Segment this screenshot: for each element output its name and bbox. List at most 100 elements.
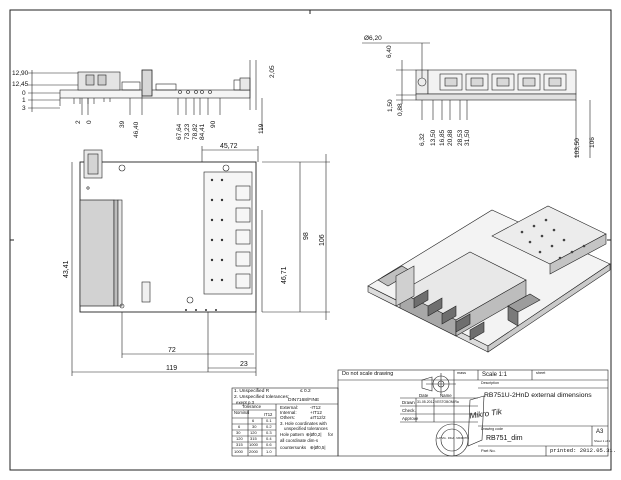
- tol-row1-b: 30: [252, 424, 257, 429]
- side-dim-left-0: 6,40: [386, 45, 393, 58]
- plan-view: [71, 146, 330, 376]
- side-view-labels: Ø6,20 6,40 1,50 0,88 6,32 13,50 16,85 20…: [364, 35, 596, 158]
- tolerance-block-lines: [231, 387, 339, 457]
- top-dim-bottom-8: 90: [210, 120, 217, 128]
- top-dim-bottom-5: 73,23: [184, 123, 191, 140]
- col-date: Date: [419, 393, 429, 398]
- tol-line1-val: ≤ 0.2: [300, 389, 311, 394]
- top-dim-bottom-4: 67,64: [176, 123, 183, 140]
- plan-dim-top: 45,72: [220, 143, 238, 150]
- tol-internal-val: +IT12: [310, 410, 322, 415]
- no-scale-note: Do not scale drawing: [342, 371, 394, 377]
- top-dim-bottom-9: 119: [258, 123, 265, 134]
- tol-din: DIN7168/FINE: [288, 398, 320, 403]
- tol-row3-c: 0.4: [266, 436, 272, 441]
- tol-for: for: [328, 432, 334, 437]
- top-dim-bottom-7: 84,41: [199, 123, 206, 140]
- tol-all-coords: all coordinate dim-s: [280, 438, 319, 443]
- top-dim-bottom-6: 78,82: [192, 123, 199, 140]
- col-name: Name: [440, 393, 452, 398]
- side-dim-bottom-3: 20,88: [447, 129, 454, 146]
- plan-dim-bottom-1: 23: [240, 361, 248, 368]
- scale-value: Scale 1:1: [482, 372, 508, 378]
- top-dim-bottom-3: 46,40: [133, 121, 140, 138]
- tol-internal: Internal:: [280, 410, 297, 415]
- tol-nominal: Nominal: [234, 410, 250, 415]
- tol-row0-b: 0.1: [266, 418, 272, 423]
- side-dim-bottom-2: 16,85: [439, 129, 446, 146]
- projection-symbol-icon: [421, 373, 456, 395]
- drawing-code: RB751_dim: [486, 435, 523, 442]
- side-dim-right-0: 103,50: [574, 138, 581, 158]
- tol-row5-a: 1000: [234, 449, 243, 454]
- tol-external: External:: [280, 405, 299, 410]
- side-dim-bottom-1: 13,50: [430, 129, 437, 146]
- tol-external-val: -IT12: [310, 405, 321, 410]
- drawn-name: VESTOBOM Ra: [435, 400, 459, 404]
- side-dim-right-1: 106: [589, 137, 596, 148]
- plan-dim-far-right: 106: [319, 234, 326, 246]
- logo-text: Mikro Tik: [469, 407, 503, 421]
- row-check: Check.: [402, 408, 416, 413]
- plan-dim-right-outer: 98: [303, 232, 310, 240]
- isometric-view: [367, 205, 611, 353]
- top-dim-left-4: 3: [22, 105, 26, 112]
- drawing-code-label: Drawing code: [481, 427, 503, 431]
- tol-label: Tolerance: [242, 404, 262, 409]
- tol-row3-a: 120: [236, 436, 243, 441]
- mass-label: mass: [457, 371, 467, 375]
- tol-note3a: 3. Hole coordinates with: [280, 421, 327, 426]
- tol-others: Others:: [280, 415, 296, 420]
- plan-view-labels: 45,72 43,41 46,71 98 106 72 23 119: [63, 143, 326, 372]
- tol-others-val: ±IT12/2: [310, 415, 326, 420]
- isometric-pins: [520, 218, 586, 260]
- title-block-lines: [337, 369, 609, 457]
- top-dim-bottom-2: 39: [119, 120, 126, 128]
- printed-date: printed: 2012.05.31.: [550, 447, 617, 454]
- tol-line2: 2. Unspecified tolerances:: [234, 395, 290, 400]
- description-label: Description: [481, 381, 499, 385]
- top-view-labels: 12,90 12,45 0 1 3 2,05 2 0 39 46,40 67,6…: [12, 65, 276, 140]
- top-dim-left-0: 12,90: [12, 70, 29, 77]
- tol-line2b: exept p.3: [236, 400, 255, 405]
- seal-text: LATVIA · RIGA · MIKROTIK: [437, 437, 469, 440]
- tol-row4-b: 1000: [249, 442, 258, 447]
- plan-ethernet-pins: [185, 178, 224, 311]
- tol-line1: 1. Unspecified R: [234, 389, 270, 394]
- tol-it12: IT12: [264, 412, 273, 417]
- sheet-of: Sheet 1 of 1: [594, 439, 611, 443]
- drawn-date: 31.05.2012: [417, 400, 435, 404]
- top-dim-left-1: 12,45: [12, 81, 29, 88]
- side-dim-bottom-4: 28,53: [457, 129, 464, 146]
- side-dim-left-1: 1,50: [387, 99, 394, 112]
- part-no-label: Part No.: [481, 448, 496, 453]
- company-seal: [435, 423, 469, 457]
- side-dim-bottom-0: 6,32: [419, 133, 426, 146]
- tol-row2-a: 30: [236, 430, 241, 435]
- row-drawn: Drawn: [402, 400, 415, 405]
- plan-dim-right-inner: 46,71: [281, 266, 288, 284]
- top-view: [28, 60, 263, 130]
- tol-row1-c: 0.2: [266, 424, 272, 429]
- tol-row3-b: 315: [250, 436, 257, 441]
- tol-counter-val: ⊕|Ø0,5|: [310, 445, 326, 450]
- sheet-label: sheet: [536, 371, 546, 375]
- tol-row2-c: 0.3: [266, 430, 272, 435]
- drawing-description: RB751U-2HnD external dimensions: [484, 392, 592, 399]
- row-approve: Approve: [402, 416, 419, 421]
- side-dim-left-2: 0,88: [397, 103, 404, 116]
- tol-row0-a: 6: [252, 418, 255, 423]
- side-view: [362, 42, 591, 158]
- tol-note3b: unspecified tolerances: [284, 426, 328, 431]
- top-dim-left-3: 1: [22, 97, 26, 104]
- tol-row4-c: 0.6: [266, 442, 272, 447]
- side-dim-bottom-5: 31,50: [464, 129, 471, 146]
- tol-countersunks: countersunks: [280, 445, 307, 450]
- side-diameter: Ø6,20: [364, 35, 382, 42]
- tol-row5-b: 2000: [249, 449, 258, 454]
- tol-row2-b: 120: [250, 430, 257, 435]
- top-dim-right: 2,05: [269, 65, 276, 78]
- plan-dim-bottom-2: 119: [166, 365, 177, 372]
- tol-hole-pattern: Hole pattern: [280, 432, 304, 437]
